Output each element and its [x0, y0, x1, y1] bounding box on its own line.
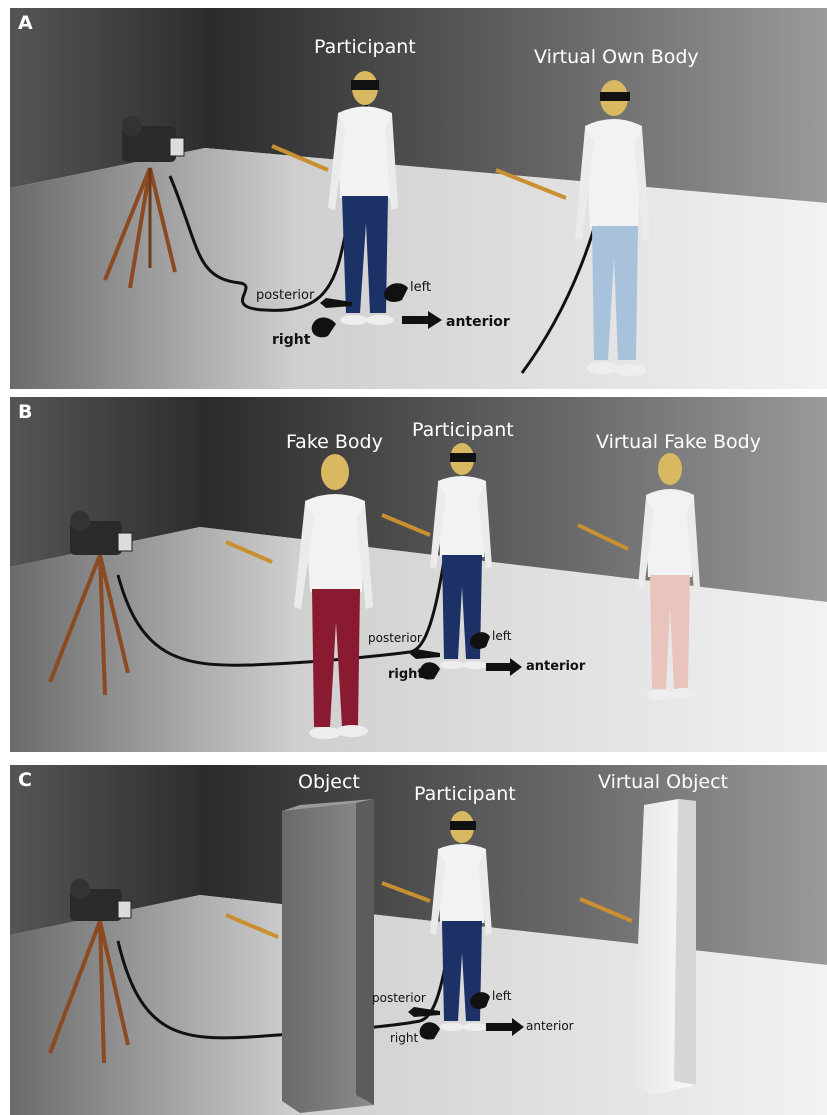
label-left: left — [492, 629, 512, 643]
virtual-own-body-figure — [575, 80, 650, 376]
panel-letter-b: B — [18, 401, 33, 423]
object-box — [282, 799, 374, 1113]
label-left: left — [492, 989, 512, 1003]
participant-figure — [430, 443, 492, 669]
label-virtual-own-body: Virtual Own Body — [534, 46, 699, 68]
foot-left-marker — [384, 283, 408, 302]
virtual-object-box — [632, 799, 696, 1095]
camera-on-tripod — [48, 511, 133, 696]
arrow-anterior — [402, 311, 442, 329]
panel-letter-a: A — [18, 12, 33, 34]
label-posterior: posterior — [372, 991, 426, 1005]
label-left: left — [410, 280, 432, 295]
fake-body-figure — [294, 454, 373, 739]
label-participant: Participant — [414, 783, 516, 805]
stick-participant — [271, 144, 329, 172]
camera-on-tripod — [103, 116, 185, 289]
panel-letter-c: C — [18, 769, 32, 791]
label-object: Object — [298, 771, 360, 793]
label-posterior: posterior — [256, 288, 315, 303]
label-right: right — [272, 332, 311, 348]
label-virtual-object: Virtual Object — [598, 771, 729, 793]
arrow-posterior — [320, 298, 352, 308]
foot-right-marker — [311, 317, 336, 338]
label-participant: Participant — [412, 419, 514, 441]
camera-on-tripod — [48, 879, 132, 1064]
label-participant: Participant — [314, 36, 416, 58]
label-anterior: anterior — [526, 659, 586, 674]
virtual-fake-body-figure — [638, 453, 700, 700]
scene-a — [10, 8, 827, 389]
stick-virtual — [495, 168, 567, 200]
participant-figure — [430, 811, 492, 1031]
scene-c — [10, 765, 827, 1115]
scene-b — [10, 397, 827, 752]
label-fake-body: Fake Body — [286, 431, 383, 453]
label-virtual-fake-body: Virtual Fake Body — [596, 431, 761, 453]
label-anterior: anterior — [446, 314, 510, 330]
label-posterior: posterior — [368, 631, 422, 645]
panel-a: A Participant Virtual Own Body posterior… — [10, 8, 827, 389]
label-anterior: anterior — [526, 1019, 574, 1033]
panel-b: B Fake Body Participant Virtual Fake Bod… — [10, 397, 827, 752]
label-right: right — [388, 667, 424, 682]
label-right: right — [390, 1031, 419, 1045]
panel-c: C Object Participant Virtual Object post… — [10, 765, 827, 1115]
participant-figure — [328, 71, 398, 325]
